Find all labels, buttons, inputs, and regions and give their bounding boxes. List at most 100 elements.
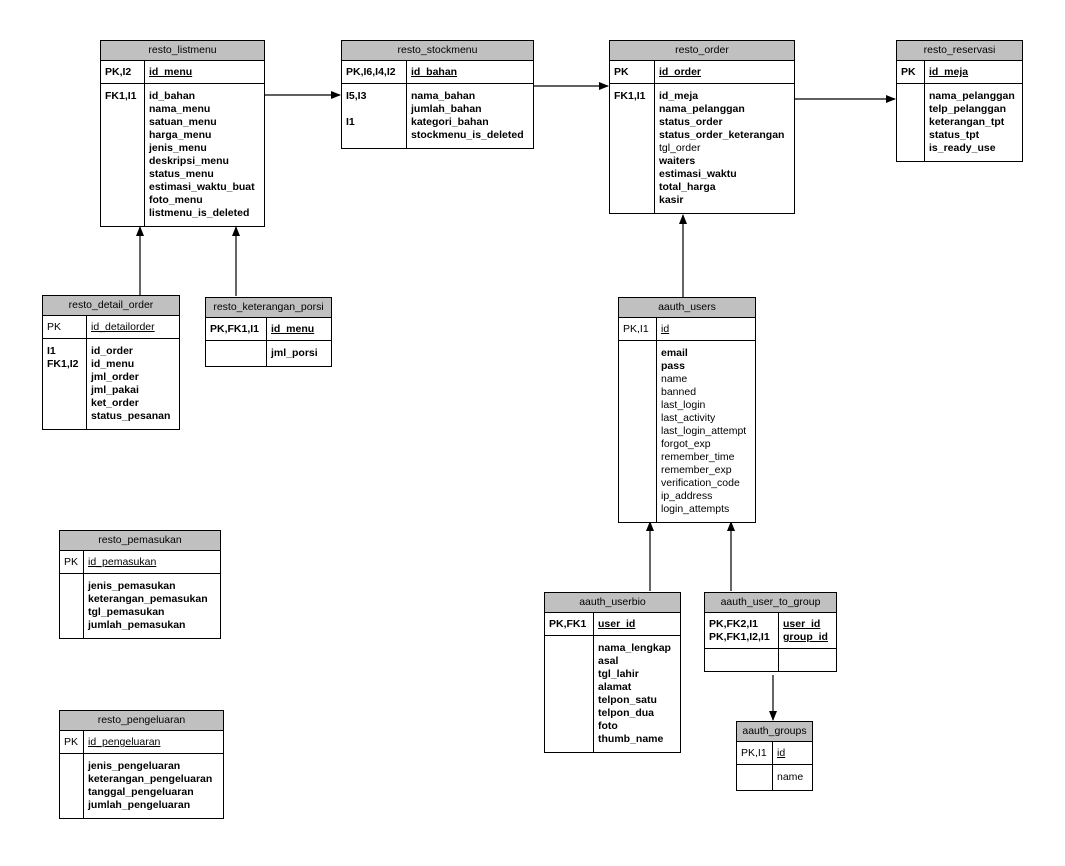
field-column: id_bahan (407, 61, 533, 83)
key-label (105, 155, 140, 168)
key-label (105, 103, 140, 116)
table-title: resto_reservasi (897, 41, 1022, 61)
primary-key-section: PK id_pengeluaran (60, 731, 223, 754)
primary-key-field: id (777, 747, 786, 759)
key-column: FK1,I1 (610, 84, 655, 213)
field-name: total_harga (659, 181, 716, 193)
key-label (623, 373, 652, 386)
key-label (614, 168, 650, 181)
primary-key-field: id_menu (271, 323, 315, 335)
key-column: PK,I2 (101, 61, 145, 83)
table-title: resto_listmenu (101, 41, 264, 61)
primary-key-section: PK id_pemasukan (60, 551, 220, 574)
key-label (623, 451, 652, 464)
key-label: PK (901, 66, 916, 78)
field-name: stockmenu_is_deleted (411, 129, 524, 141)
key-label (64, 773, 79, 786)
attribute-section (705, 649, 836, 671)
key-label (614, 116, 650, 129)
field-name: asal (598, 655, 619, 667)
key-column (737, 765, 773, 790)
field-name: listmenu_is_deleted (149, 207, 250, 219)
field-name: keterangan_pemasukan (88, 593, 208, 605)
field-name: last_login (661, 399, 706, 411)
key-label (105, 116, 140, 129)
key-label: PK,I1 (741, 747, 767, 759)
primary-key-section: PK,I1 id (737, 742, 812, 765)
key-label (614, 194, 650, 207)
field-name: thumb_name (598, 733, 664, 745)
key-label (623, 503, 652, 516)
field-name: harga_menu (149, 129, 212, 141)
key-label (623, 425, 652, 438)
field-name: keterangan_pengeluaran (88, 773, 213, 785)
field-name: telpon_dua (598, 707, 655, 719)
field-column: id (773, 742, 812, 764)
key-column (206, 341, 267, 366)
key-label (64, 786, 79, 799)
field-name: jumlah_pengeluaran (88, 799, 191, 811)
field-name: name (777, 771, 804, 783)
key-column: PK (60, 551, 84, 573)
field-name: jenis_menu (149, 142, 207, 154)
primary-key-field: id_bahan (411, 66, 458, 78)
key-label (614, 103, 650, 116)
primary-key-section: PK,FK1,I1 id_menu (206, 318, 331, 341)
key-label (741, 771, 768, 784)
field-name: tgl_order (659, 142, 701, 154)
field-name: jenis_pengeluaran (88, 760, 181, 772)
key-column: PK (897, 61, 925, 83)
table-title: resto_pengeluaran (60, 711, 223, 731)
key-label (105, 129, 140, 142)
key-label: I5,I3 (346, 90, 367, 102)
key-column: FK1,I1 (101, 84, 145, 226)
key-label (64, 593, 79, 606)
field-name: deskripsi_menu (149, 155, 229, 167)
field-name: estimasi_waktu_buat (149, 181, 255, 193)
key-label: PK,FK1,I2,I1 (709, 631, 770, 643)
key-column: PK (60, 731, 84, 753)
key-column (897, 84, 925, 161)
key-label: PK,I1 (623, 323, 649, 335)
field-column: id_menu (145, 61, 264, 83)
field-name: tgl_lahir (598, 668, 639, 680)
primary-key-field: id_pemasukan (88, 556, 157, 568)
key-label (901, 142, 920, 155)
primary-key-field: id_pengeluaran (88, 736, 161, 748)
primary-key-field: id_meja (929, 66, 969, 78)
table-title: resto_keterangan_porsi (206, 298, 331, 318)
key-label (105, 142, 140, 155)
key-label: PK,I2 (105, 66, 132, 78)
field-name: nama_pelanggan (929, 90, 1015, 102)
field-column: id_meja (925, 61, 1022, 83)
key-column (545, 636, 594, 752)
key-label (64, 760, 79, 773)
field-name: alamat (598, 681, 632, 693)
key-label (346, 129, 402, 142)
attribute-section: name (737, 765, 812, 790)
key-label (549, 655, 589, 668)
key-label (549, 733, 589, 746)
key-label: PK,FK1,I1 (210, 323, 260, 335)
field-name: waiters (659, 155, 696, 167)
key-column: PK,FK1 (545, 613, 594, 635)
field-name: id_menu (91, 358, 135, 370)
field-name: status_menu (149, 168, 214, 180)
field-name: is_ready_use (929, 142, 996, 154)
key-label (105, 194, 140, 207)
key-label (549, 694, 589, 707)
key-column (60, 754, 84, 818)
key-label (105, 181, 140, 194)
